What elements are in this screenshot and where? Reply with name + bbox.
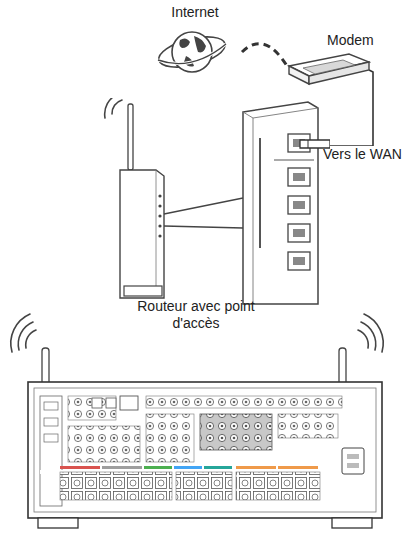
internet-node: Internet [150,2,242,82]
internet-link [242,44,287,66]
device-label: Modem [327,32,383,49]
port-label: Vers le WAN [322,146,403,163]
router-node: Routeur avec point d'accès [98,98,330,353]
wan-cable [330,70,373,146]
device-label: Routeur avec point d'accès [126,298,266,332]
router-access-point [98,98,330,313]
device-label: Internet [150,4,240,21]
modem-node: Modem [283,28,383,90]
